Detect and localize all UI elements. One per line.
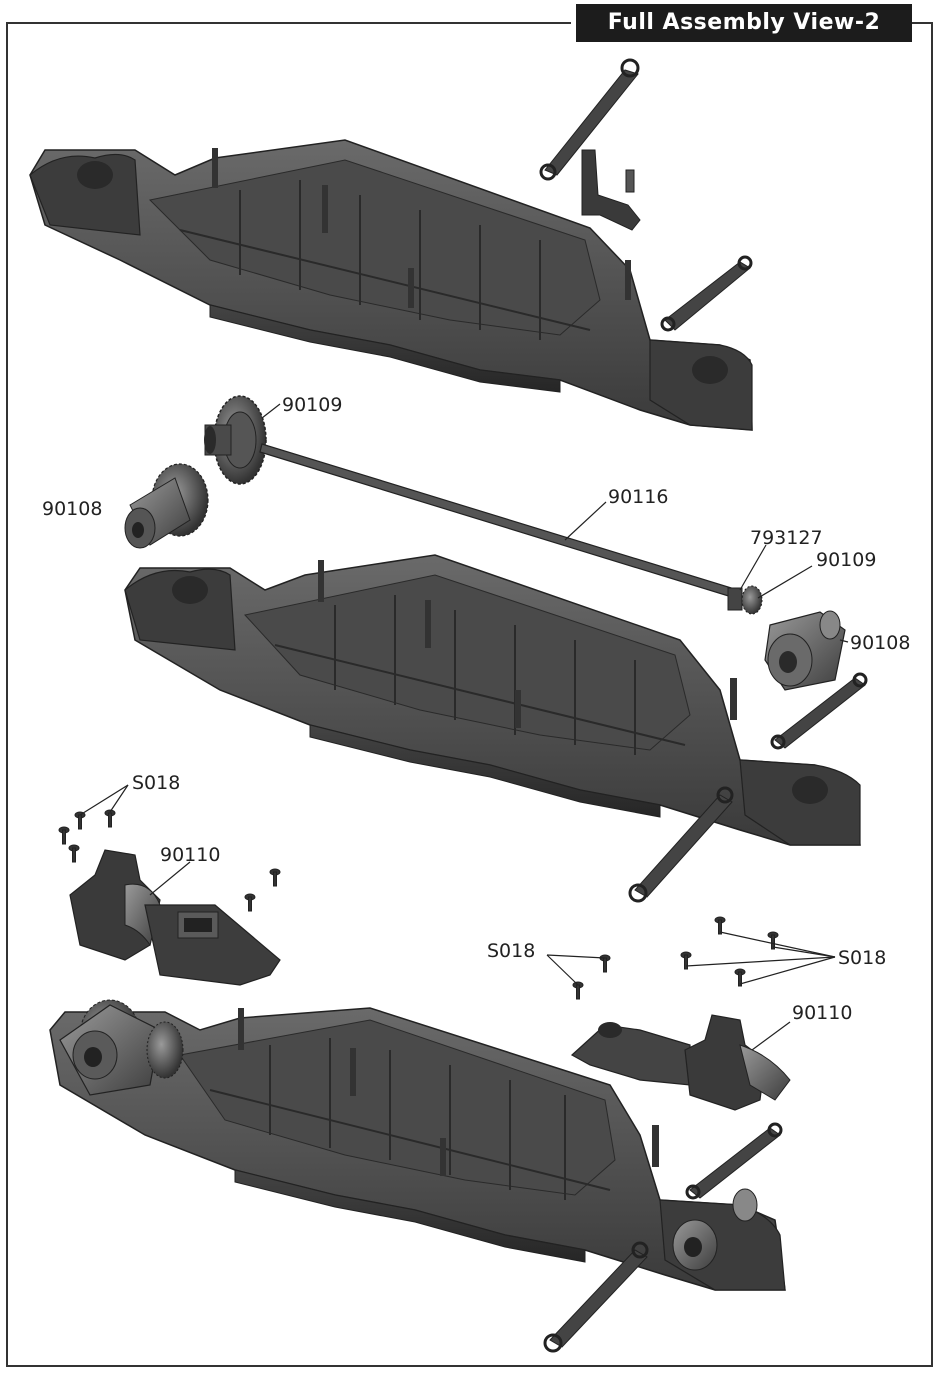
middle-screws (572, 954, 611, 1000)
callout-center-shaft: 90116 (608, 486, 668, 508)
stage-2-drivetrain-parts (124, 395, 846, 691)
frame-top-rule-left (6, 22, 571, 24)
callout-labels: 90109 90108 90116 793127 90109 90108 S01… (42, 394, 910, 1024)
callout-screws-mid: S018 (487, 940, 535, 962)
callout-gearbox-right: 90110 (792, 1002, 852, 1024)
callout-spur-gear: 90109 (282, 394, 342, 416)
leader-lines (79, 403, 849, 1051)
callout-front-diff: 90108 (42, 498, 102, 520)
chassis-stage-1 (29, 58, 753, 431)
chassis-stage-2 (124, 554, 868, 903)
page-frame (6, 22, 933, 1367)
page-title: Full Assembly View-2 (576, 4, 912, 42)
stage-3-parts (58, 809, 791, 1111)
frame-top-rule-right (912, 22, 933, 24)
callout-screws-left: S018 (132, 772, 180, 794)
front-differential (124, 463, 209, 549)
callout-rear-diff: 90108 (850, 632, 910, 654)
rear-gearbox-housing (570, 1014, 791, 1111)
chassis-stage-3 (49, 999, 786, 1353)
spur-gear (204, 395, 267, 485)
callout-pinion-gear: 90109 (816, 549, 876, 571)
rear-differential (764, 610, 846, 691)
callout-screws-right: S018 (838, 947, 886, 969)
front-gearbox-housing (69, 849, 281, 986)
callout-gearbox-left: 90110 (160, 844, 220, 866)
right-screws (680, 916, 779, 987)
callout-pinion-nut: 793127 (750, 527, 823, 549)
pinion-assembly (727, 585, 763, 615)
